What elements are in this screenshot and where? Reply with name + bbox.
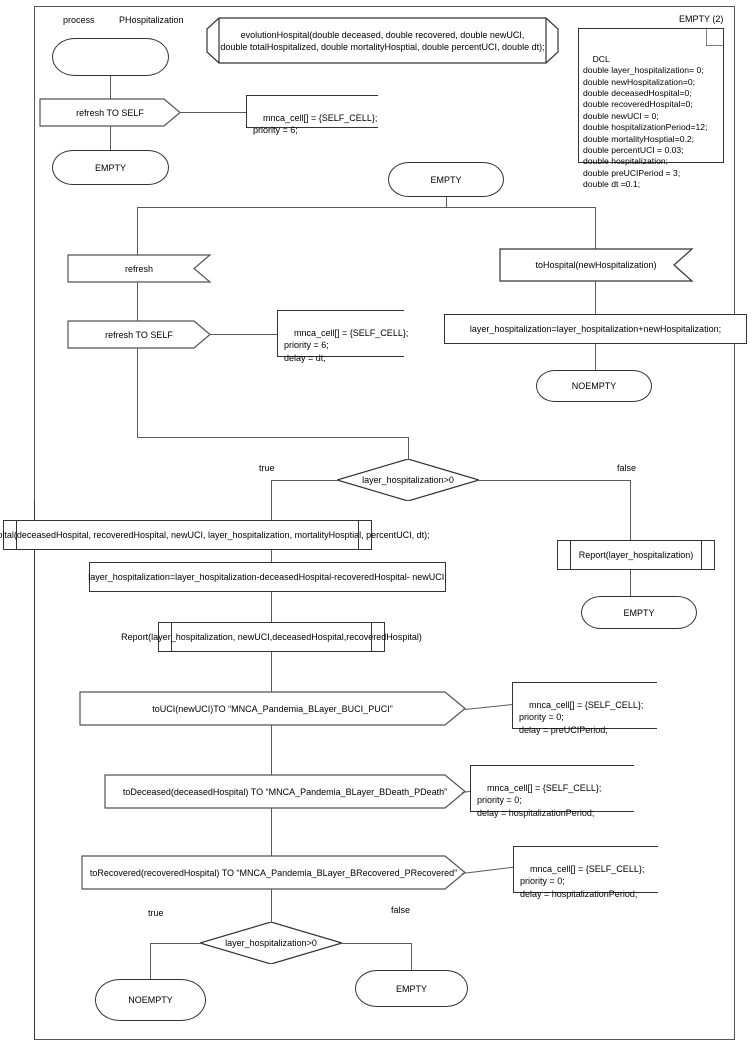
state-empty-bottom: EMPTY [355, 970, 468, 1007]
connector-task-to-noempty [595, 344, 597, 370]
task-decrement-layer-hospitalization: layer_hospitalization=layer_hospitalizat… [88, 562, 447, 592]
decision-layer-hospitalization-top: layer_hospitalization>0 [337, 459, 479, 501]
output-refresh-to-self-main-label: refresh TO SELF [105, 329, 173, 340]
note-torecovered: mnca_cell[] = {SELF_CELL}; priority = 0;… [513, 846, 658, 899]
note-todeceased-text: mnca_cell[] = {SELF_CELL}; priority = 0;… [477, 782, 602, 818]
connector-refresh-down [137, 207, 139, 255]
connector-join-to-decision [137, 437, 409, 439]
decision-layer-hospitalization-bottom: layer_hospitalization>0 [200, 922, 342, 964]
note-refresh-to-self-top-text: mnca_cell[] = {SELF_CELL}; priority = 6; [253, 112, 378, 136]
procedure-call-report-false-label: Report(layer_hospitalization) [578, 550, 694, 560]
connector-decision-bottom-true [150, 943, 201, 945]
state-empty-top-label: EMPTY [94, 162, 126, 173]
procedure-call-evolution-hospital-label: evolutionHospital(deceasedHospital, reco… [0, 530, 430, 540]
state-empty-main: EMPTY [388, 162, 504, 197]
connector-main-state-down [446, 197, 448, 208]
connector-output-to-empty-top [110, 126, 112, 150]
procedure-call-report-true-label: Report(layer_hospitalization, newUCI,dec… [121, 632, 422, 642]
note-touci-text: mnca_cell[] = {SELF_CELL}; priority = 0;… [519, 699, 644, 735]
state-noempty-hospital-label: NOEMPTY [571, 381, 617, 391]
page-label: EMPTY (2) [679, 14, 724, 24]
output-touci: toUCI(newUCI)TO “MNCA_Pandemia_BLayer_BU… [79, 691, 466, 726]
decision-top-true-label: true [259, 463, 275, 473]
input-tohospital: toHospital(newHospitalization) [499, 248, 694, 282]
procedure-decl-line-1: evolutionHospital(double deceased, doubl… [240, 29, 525, 40]
connector-true-task-to-report [271, 592, 273, 622]
connector-decision-bottom-true-down [150, 943, 152, 979]
decision-bottom-condition: layer_hospitalization>0 [225, 938, 317, 948]
note-refresh-to-self-main: mnca_cell[] = {SELF_CELL}; priority = 6;… [277, 310, 408, 363]
procedure-declaration-shape: evolutionHospital(double deceased, doubl… [206, 17, 559, 64]
connector-decision-bottom-false-down [411, 943, 413, 970]
output-todeceased: toDeceased(deceasedHospital) TO “MNCA_Pa… [104, 774, 466, 809]
connector-note-refresh-top [180, 112, 246, 114]
connector-decision-top-true-down [271, 480, 273, 520]
state-empty-main-label: EMPTY [430, 174, 462, 185]
task-update-layer-hospitalization: layer_hospitalization=layer_hospitalizat… [444, 314, 747, 344]
connector-true-evo-to-task [271, 550, 273, 572]
connector-decision-top-false-down [630, 480, 632, 540]
procedure-call-report-false: Report(layer_hospitalization) [557, 540, 715, 570]
state-noempty-bottom-label: NOEMPTY [128, 995, 173, 1005]
connector-recovered-to-decision [271, 889, 273, 922]
output-refresh-to-self-top-label: refresh TO SELF [76, 107, 144, 118]
note-torecovered-text: mnca_cell[] = {SELF_CELL}; priority = 0;… [520, 863, 645, 899]
procedure-decl-line-2: double totalHospitalized, double mortali… [220, 41, 545, 52]
note-refresh-to-self-main-text: mnca_cell[] = {SELF_CELL}; priority = 6;… [284, 327, 409, 363]
connector-decision-stem-top [408, 437, 410, 459]
dcl-declaration-note: DCL double layer_hospitalization= 0; dou… [578, 28, 724, 189]
output-todeceased-label: toDeceased(deceasedHospital) TO “MNCA_Pa… [122, 786, 448, 797]
connector-false-report-to-empty [630, 570, 632, 596]
task-decrement-layer-hospitalization-label: layer_hospitalization=layer_hospitalizat… [88, 572, 447, 582]
output-touci-label: toUCI(newUCI)TO “MNCA_Pandemia_BLayer_BU… [152, 703, 393, 714]
connector-decision-top-true [271, 480, 338, 482]
process-keyword-label: process [63, 15, 95, 25]
task-update-layer-hospitalization-label: layer_hospitalization=layer_hospitalizat… [469, 324, 722, 334]
connector-decision-top-false [479, 480, 631, 482]
output-torecovered-label: toRecovered(recoveredHospital) TO “MNCA_… [89, 867, 458, 878]
output-refresh-to-self-main: refresh TO SELF [67, 320, 211, 349]
note-refresh-to-self-top: mnca_cell[] = {SELF_CELL}; priority = 6; [246, 95, 378, 135]
connector-start-to-output [110, 76, 112, 99]
note-todeceased: mnca_cell[] = {SELF_CELL}; priority = 0;… [470, 765, 634, 818]
procedure-call-report-true: Report(layer_hospitalization, newUCI,dec… [121, 622, 422, 652]
connector-decision-bottom-false [342, 943, 412, 945]
decision-top-condition: layer_hospitalization>0 [362, 475, 454, 485]
connector-deceased-to-recovered [271, 808, 273, 856]
start-state-shape [52, 38, 169, 76]
connector-note-refresh-main [210, 334, 277, 336]
connector-refresh-to-join [137, 348, 139, 438]
state-noempty-hospital: NOEMPTY [536, 370, 652, 402]
connector-main-state-split [137, 207, 596, 209]
input-refresh: refresh [67, 254, 212, 283]
connector-tohospital-down [595, 207, 597, 249]
output-torecovered: toRecovered(recoveredHospital) TO “MNCA_… [81, 855, 466, 890]
decision-bottom-true-label: true [148, 908, 164, 918]
input-tohospital-label: toHospital(newHospitalization) [535, 260, 657, 270]
connector-tohospital-to-task [595, 281, 597, 314]
connector-refresh-to-output [137, 282, 139, 321]
state-empty-top: EMPTY [52, 150, 169, 185]
connector-uci-to-deceased [271, 725, 273, 775]
note-touci: mnca_cell[] = {SELF_CELL}; priority = 0;… [512, 682, 657, 735]
dcl-text: DCL double layer_hospitalization= 0; dou… [583, 53, 708, 190]
state-noempty-bottom: NOEMPTY [95, 979, 206, 1021]
input-refresh-label: refresh [124, 263, 153, 274]
connector-true-report-to-uci [271, 652, 273, 692]
procedure-call-evolution-hospital: evolutionHospital(deceasedHospital, reco… [0, 520, 430, 550]
state-machine-frame [34, 500, 735, 1040]
state-empty-false: EMPTY [581, 596, 697, 629]
decision-bottom-false-label: false [391, 905, 411, 915]
state-empty-false-label: EMPTY [623, 607, 655, 618]
decision-top-false-label: false [617, 463, 637, 473]
output-refresh-to-self-top: refresh TO SELF [39, 98, 181, 127]
process-name-label: PHospitalization [119, 15, 184, 25]
state-empty-bottom-label: EMPTY [395, 983, 427, 994]
